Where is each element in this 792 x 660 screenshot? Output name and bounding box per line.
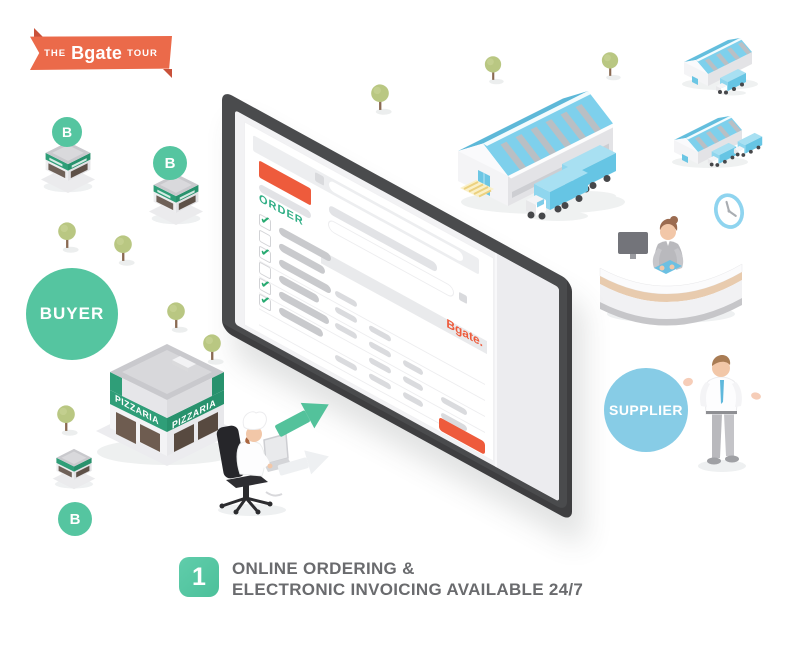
mini-truck (714, 66, 750, 101)
badge-letter: B (69, 510, 81, 528)
delivery-truck (520, 160, 596, 227)
mini-truck (732, 130, 766, 163)
store-badge-b: B (58, 502, 92, 536)
caption-line2: ELECTRONIC INVOICING AVAILABLE 24/7 (232, 580, 584, 599)
tree-icon (367, 83, 393, 121)
gray-arrow-icon (276, 442, 336, 491)
store-badge-b: B (153, 146, 187, 180)
ribbon-prefix: THE (44, 47, 67, 59)
mini-truck (706, 140, 740, 173)
tree-icon (110, 234, 136, 272)
clock-icon (710, 190, 748, 237)
badge-letter: B (164, 154, 176, 172)
buyer-store-building (148, 170, 204, 233)
tree-icon (199, 333, 225, 371)
store-badge-b: B (52, 117, 82, 147)
tree-icon (54, 221, 80, 259)
tree-icon (598, 51, 622, 87)
screen-sidebar (495, 252, 559, 502)
step-number-tile: 1 (179, 557, 219, 597)
buyer-label: BUYER (39, 304, 105, 323)
pizzeria-building: PIZZARIA PIZZARIA (92, 338, 242, 475)
buyer-store-building (40, 138, 96, 201)
supplier-warehouse (448, 84, 628, 229)
green-arrow-icon (272, 392, 336, 449)
tree-icon (163, 301, 189, 339)
buyer-circle: BUYER (26, 268, 118, 360)
ribbon-fold-bottom-icon (163, 69, 172, 78)
reception-desk-scene (596, 210, 746, 333)
tour-ribbon-banner: THE Bgate TOUR (30, 36, 172, 70)
ribbon-brand: Bgate (71, 42, 123, 63)
supplier-label: SUPPLIER (608, 402, 683, 418)
chef-at-laptop (206, 400, 298, 523)
supplier-person (682, 352, 762, 479)
ribbon-fold-top-icon (34, 28, 43, 37)
hand-left-icon (683, 377, 693, 387)
hand-right-icon (751, 392, 761, 400)
filter-icon (459, 291, 467, 305)
tree-icon (481, 55, 505, 91)
caption-line1: ONLINE ORDERING & (232, 559, 415, 578)
check-icon: ✓ (260, 209, 271, 231)
tree-icon (53, 404, 79, 442)
step-number: 1 (192, 562, 206, 591)
supplier-circle: SUPPLIER (604, 368, 688, 452)
caption-text: ONLINE ORDERING & ELECTRONIC INVOICING A… (232, 558, 583, 600)
buyer-store-building-small (52, 446, 96, 496)
badge-letter: B (61, 124, 73, 140)
ribbon-suffix: TOUR (127, 47, 158, 59)
